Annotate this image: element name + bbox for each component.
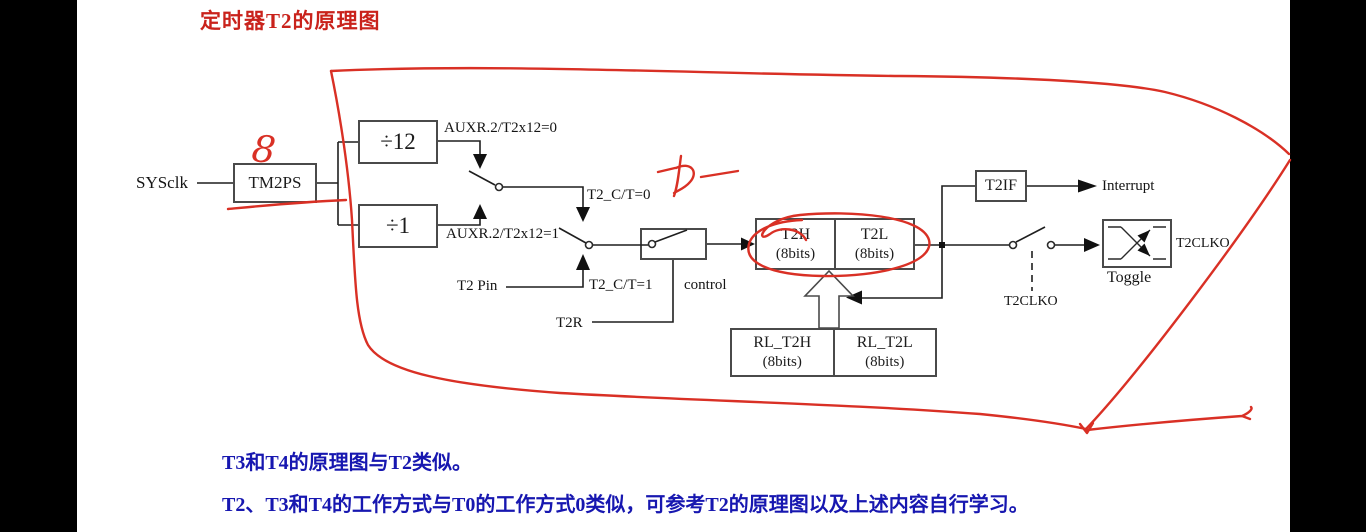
rl-t2l-cell: RL_T2L (8bits) xyxy=(832,330,936,375)
interrupt-label: Interrupt xyxy=(1102,178,1155,194)
junction-dot xyxy=(939,242,945,248)
toggle-box xyxy=(1102,219,1172,268)
t2if-label: T2IF xyxy=(985,177,1017,194)
rl-t2h-cell: RL_T2H (8bits) xyxy=(732,330,833,375)
reload-block-arrow xyxy=(803,269,855,329)
t2l-label: T2L xyxy=(860,225,889,243)
tm2ps-box: TM2PS xyxy=(233,163,317,203)
rl-t2l-label: RL_T2L xyxy=(856,334,913,352)
auxr-t2x12-1-label: AUXR.2/T2x12=1 xyxy=(446,226,560,242)
tm2ps-label: TM2PS xyxy=(248,173,302,192)
page-title: 定时器T2的原理图 xyxy=(200,9,381,33)
t2l-bits-label: (8bits) xyxy=(854,245,895,262)
rl-t2l-bits-label: (8bits) xyxy=(865,354,905,371)
t2h-cell: T2H (8bits) xyxy=(757,220,834,268)
rl-t2h-bits-label: (8bits) xyxy=(762,354,802,371)
divide-by-12-label: ÷12 xyxy=(380,129,416,154)
divide-by-1-label: ÷1 xyxy=(385,213,411,238)
right-letterbox-bar xyxy=(1290,0,1366,532)
left-letterbox-bar xyxy=(0,0,77,532)
note-line-2: T2、T3和T4的工作方式与T0的工作方式0类似，可参考T2的原理图以及上述内容… xyxy=(222,494,1029,516)
handwritten-eight-annotation: 8 xyxy=(249,126,278,173)
t2-ct-1-label: T2_C/T=1 xyxy=(589,277,653,293)
toggle-label: Toggle xyxy=(1107,269,1152,286)
red-loop-top xyxy=(329,66,1291,156)
t2r-label: T2R xyxy=(556,315,583,331)
t2clko-control-label: T2CLKO xyxy=(1004,294,1058,309)
divide-by-12-box: ÷12 xyxy=(358,120,438,164)
rl-t2h-rl-t2l-register-box: RL_T2H (8bits) RL_T2L (8bits) xyxy=(730,328,937,377)
t2l-cell: T2L (8bits) xyxy=(834,220,913,268)
red-loop-right xyxy=(1084,158,1292,431)
red-doodle xyxy=(656,154,740,198)
divide-by-1-box: ÷1 xyxy=(358,204,438,248)
t2clko-output-label: T2CLKO xyxy=(1176,236,1230,251)
t2h-t2l-register-box: T2H (8bits) T2L (8bits) xyxy=(755,218,915,270)
t2if-box: T2IF xyxy=(975,170,1027,202)
t2h-label: T2H xyxy=(780,225,811,243)
t2-pin-label: T2 Pin xyxy=(457,278,498,294)
rl-t2h-label: RL_T2H xyxy=(753,334,812,352)
auxr-t2x12-0-label: AUXR.2/T2x12=0 xyxy=(444,120,558,136)
control-label: control xyxy=(684,277,727,293)
note-line-1: T3和T4的原理图与T2类似。 xyxy=(222,452,473,474)
sysclk-label: SYSclk xyxy=(136,173,188,192)
control-gate-box xyxy=(640,228,707,260)
red-check-notch xyxy=(1078,421,1095,435)
t2h-bits-label: (8bits) xyxy=(775,245,816,262)
t2-ct-0-label: T2_C/T=0 xyxy=(587,187,651,203)
red-arrow-tail xyxy=(1085,405,1253,432)
